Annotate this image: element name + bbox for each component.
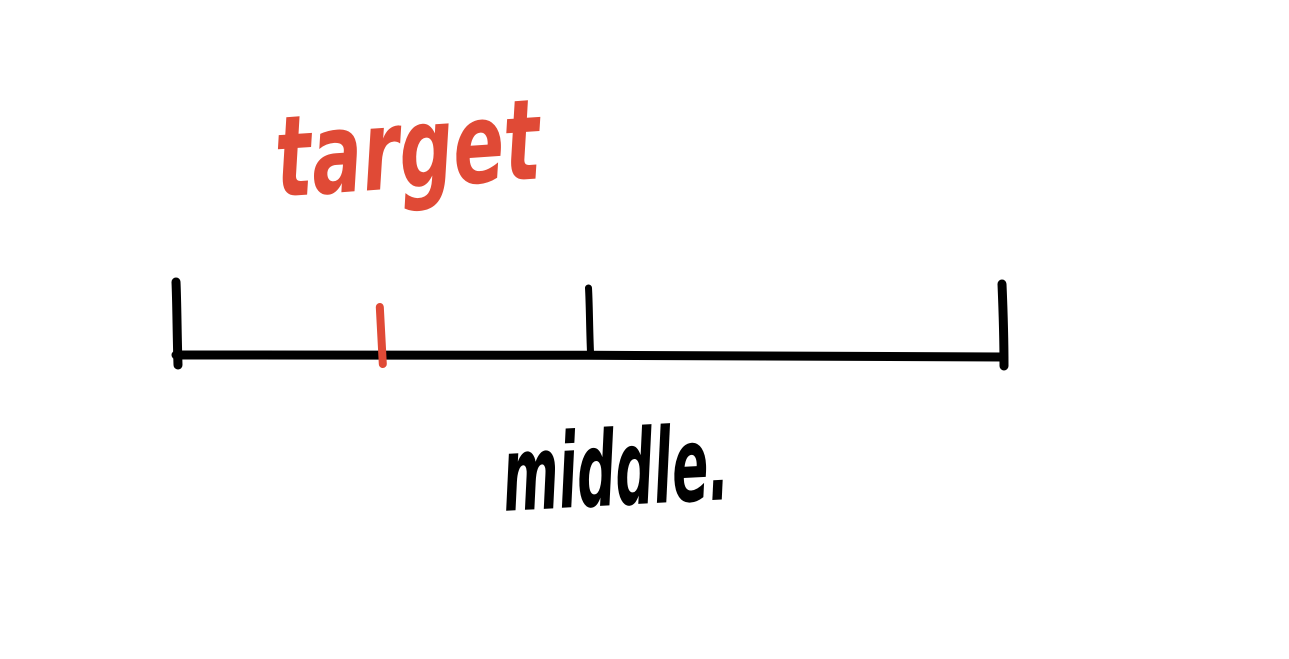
middle-tick xyxy=(585,284,594,356)
right-end-tick xyxy=(997,279,1009,371)
target-label: target xyxy=(271,75,547,223)
middle-label: middle. xyxy=(499,402,731,536)
target-tick xyxy=(375,303,387,368)
left-end-tick xyxy=(171,277,183,370)
